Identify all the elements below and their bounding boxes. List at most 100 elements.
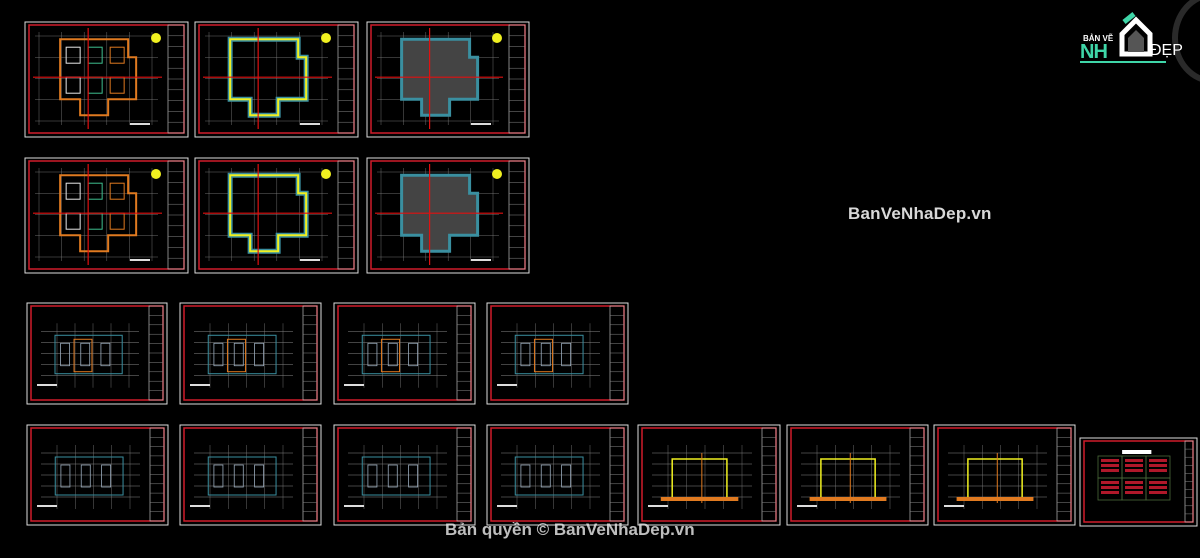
drawing-title <box>471 123 491 125</box>
window <box>100 342 111 367</box>
notes-cell <box>1145 477 1171 501</box>
window <box>367 342 378 367</box>
window <box>60 464 71 488</box>
notes-text <box>1149 491 1167 494</box>
watermark-center: BanVeNhaDep.vn <box>848 204 992 223</box>
drawing-sheet-floor-plan-structure[interactable] <box>194 21 359 138</box>
drawing-sheet-section[interactable] <box>933 424 1076 526</box>
facade-outline <box>361 334 431 375</box>
notes-text <box>1149 486 1167 489</box>
window <box>561 342 572 367</box>
sheet-outer-frame <box>24 157 189 274</box>
legend-text <box>37 505 57 507</box>
brand-logo <box>1076 12 1200 72</box>
north-arrow-icon <box>151 33 161 43</box>
drawing-sheet-section[interactable] <box>637 424 781 526</box>
legend-text <box>497 384 517 386</box>
sheet-outer-frame <box>24 21 189 138</box>
notes-text <box>1101 459 1119 462</box>
facade-outline <box>54 456 124 496</box>
notes-text <box>1125 481 1143 484</box>
drawing-sheet-elevation-detail[interactable] <box>26 424 169 526</box>
window <box>561 464 572 488</box>
notes-text <box>1101 469 1119 472</box>
wall-outline-inner <box>229 38 308 117</box>
wall-outline <box>59 38 138 117</box>
window <box>540 342 551 367</box>
window <box>540 464 551 488</box>
drawing-sheet-elevation[interactable] <box>26 302 168 405</box>
logo-left-text: NH <box>1080 41 1108 63</box>
drawing-title <box>130 259 150 261</box>
drawing-sheet-floor-plan-furnished[interactable] <box>24 21 189 138</box>
north-arrow-icon <box>151 169 161 179</box>
facade-outline <box>207 456 277 496</box>
facade-outline <box>514 334 584 375</box>
watermark-bottom: Bản quyền © BanVeNhaDep.vn <box>445 520 695 539</box>
drawing-sheet-roof-plan[interactable] <box>366 157 530 274</box>
north-arrow-icon <box>492 33 502 43</box>
north-arrow-icon <box>492 169 502 179</box>
drawing-title <box>471 259 491 261</box>
window <box>520 342 531 367</box>
notes-text <box>1125 486 1143 489</box>
main-door <box>226 338 247 373</box>
notes-text <box>1149 481 1167 484</box>
drawing-sheet-elevation[interactable] <box>333 302 476 405</box>
drawing-sheet-notes-sheet[interactable] <box>1079 437 1198 527</box>
notes-text <box>1101 481 1119 484</box>
facade-outline <box>514 456 584 496</box>
drawing-sheet-roof-plan[interactable] <box>366 21 530 138</box>
drawing-title <box>130 123 150 125</box>
legend-text <box>190 384 210 386</box>
drawing-sheet-elevation-detail[interactable] <box>179 424 322 526</box>
window <box>213 464 224 488</box>
legend-text <box>944 505 964 507</box>
window <box>80 342 91 367</box>
furniture <box>109 46 125 64</box>
window <box>101 464 112 488</box>
notes-text <box>1125 459 1143 462</box>
house-logo-icon <box>1080 12 1166 63</box>
window <box>233 342 244 367</box>
logo-top-text: BẢN VẼ <box>1083 34 1114 43</box>
notes-text <box>1125 469 1143 472</box>
section-cut <box>967 458 1023 497</box>
window <box>254 342 265 367</box>
notes-text <box>1125 491 1143 494</box>
legend-text <box>37 384 57 386</box>
drawing-sheet-section[interactable] <box>786 424 929 526</box>
drawing-sheet-floor-plan-furnished[interactable] <box>24 157 189 274</box>
drawing-sheet-elevation[interactable] <box>179 302 322 405</box>
facade-outline <box>361 456 431 496</box>
furniture <box>65 182 81 200</box>
drawing-title <box>300 123 320 125</box>
window <box>387 464 398 488</box>
drawing-sheet-elevation[interactable] <box>486 302 629 405</box>
legend-text <box>190 505 210 507</box>
furniture <box>65 46 81 64</box>
drawing-sheet-floor-plan-structure[interactable] <box>194 157 359 274</box>
foundation <box>809 497 887 501</box>
notes-text <box>1149 464 1167 467</box>
drawing-title <box>300 259 320 261</box>
wall-outline <box>59 174 138 253</box>
foundation <box>660 497 739 501</box>
section-cut <box>820 458 876 497</box>
foundation <box>956 497 1034 501</box>
sheet-title <box>1122 450 1152 454</box>
window <box>408 342 419 367</box>
notes-text <box>1101 491 1119 494</box>
legend-text <box>797 505 817 507</box>
legend-text <box>344 384 364 386</box>
window <box>213 342 224 367</box>
window <box>408 464 419 488</box>
window <box>80 464 91 488</box>
main-door <box>380 338 401 373</box>
drawing-sheet-elevation-detail[interactable] <box>486 424 629 526</box>
facade-outline <box>54 334 123 375</box>
drawing-sheet-elevation-detail[interactable] <box>333 424 476 526</box>
notes-text <box>1101 464 1119 467</box>
window <box>387 342 398 367</box>
